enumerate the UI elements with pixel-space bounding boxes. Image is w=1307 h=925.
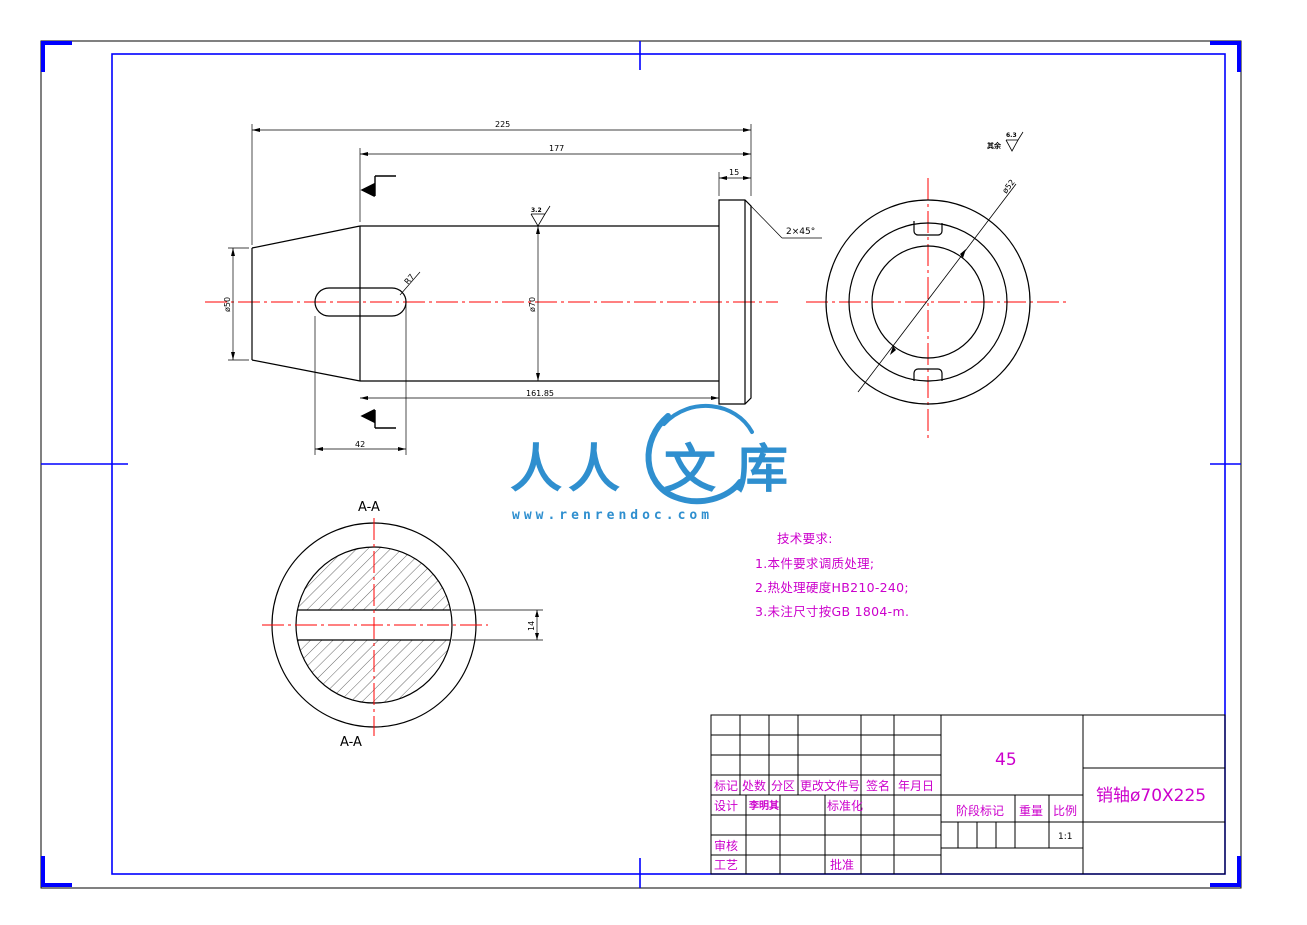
watermark-url: www.renrendoc.com	[512, 508, 713, 523]
general-roughness-symbol	[1005, 131, 1024, 152]
title-block: 45 销轴ø70X225 标记 处数 分区 更改文件号 签名 年月日 设计 李明…	[710, 714, 1226, 875]
general-roughness-value: 6.3	[1006, 132, 1017, 139]
tech-req-item-3: 3.未注尺寸按GB 1804-m.	[755, 604, 909, 619]
review-label: 审核	[714, 838, 738, 853]
end-view-middle-circle	[848, 222, 1008, 382]
designer-name: 李明其	[748, 799, 779, 812]
roughness-symbol	[530, 205, 551, 227]
header-signature: 签名	[866, 778, 890, 793]
dimension-lines	[228, 124, 822, 455]
end-view: ø52 其余 6.3	[806, 131, 1070, 438]
part-name: 销轴ø70X225	[1096, 786, 1206, 806]
header-mark: 标记	[714, 779, 738, 793]
watermark-char-4: 库	[736, 439, 788, 500]
approve-label: 批准	[830, 857, 854, 872]
header-change-doc: 更改文件号	[800, 778, 860, 793]
section-cut-marks	[360, 175, 396, 429]
design-label: 设计	[714, 799, 738, 813]
main-view: 225 177 15 2×45° ø50 ø70 R7 161.85 42 3.…	[205, 120, 822, 455]
dimension-arrows	[231, 128, 751, 451]
standardize-label: 标准化	[827, 799, 863, 813]
weight-label: 重量	[1019, 804, 1043, 818]
watermark-char-3: 文	[664, 439, 716, 500]
shaft-outline	[251, 199, 752, 405]
corner-marks	[41, 41, 1241, 887]
end-view-inner-circle	[871, 245, 985, 359]
watermark-char-2: 人	[568, 439, 620, 500]
end-view-outer-circle	[825, 199, 1031, 405]
header-count: 处数	[742, 778, 766, 793]
end-view-top-notch	[913, 221, 943, 236]
dim-flange-width: 15	[729, 168, 739, 177]
material-value: 45	[995, 750, 1017, 770]
dim-slot-offset: 42	[355, 440, 365, 449]
tech-req-item-2: 2.热处理硬度HB210-240;	[755, 580, 909, 595]
process-label: 工艺	[714, 858, 738, 872]
dim-chamfer: 2×45°	[786, 227, 815, 237]
section-view: A-A 14 A-A	[262, 500, 543, 750]
header-date: 年月日	[898, 779, 934, 793]
center-marks	[41, 41, 1241, 888]
scale-value: 1:1	[1058, 832, 1072, 842]
dim-key-width: 14	[527, 621, 536, 631]
stage-label: 阶段标记	[956, 803, 1004, 818]
dim-slot-radius: R7	[403, 272, 417, 286]
section-label-top: A-A	[358, 500, 380, 515]
general-roughness-prefix: 其余	[987, 141, 1002, 150]
header-zone: 分区	[771, 779, 795, 793]
dim-body-length: 177	[549, 144, 564, 153]
scale-label: 比例	[1053, 804, 1077, 818]
tech-req-item-1: 1.本件要求调质处理;	[755, 556, 874, 571]
watermark-swoosh	[645, 413, 743, 505]
dim-end-diameter: ø50	[223, 297, 232, 312]
dim-overall-length: 225	[495, 120, 510, 129]
watermark: 人 人 文 库 www.renrendoc.com	[510, 403, 788, 523]
dim-main-diameter: ø70	[528, 297, 537, 312]
tech-req-heading: 技术要求:	[777, 531, 833, 546]
watermark-char-1: 人	[510, 439, 562, 500]
circle-diameter-leader	[857, 183, 1017, 393]
end-view-bottom-notch	[913, 368, 943, 381]
technical-requirements: 技术要求: 1.本件要求调质处理; 2.热处理硬度HB210-240; 3.未注…	[755, 531, 909, 619]
dim-lower-length: 161.85	[526, 389, 554, 398]
sheet-frame	[40, 40, 1242, 889]
roughness-value: 3.2	[531, 207, 542, 214]
section-label-bottom: A-A	[340, 735, 362, 750]
